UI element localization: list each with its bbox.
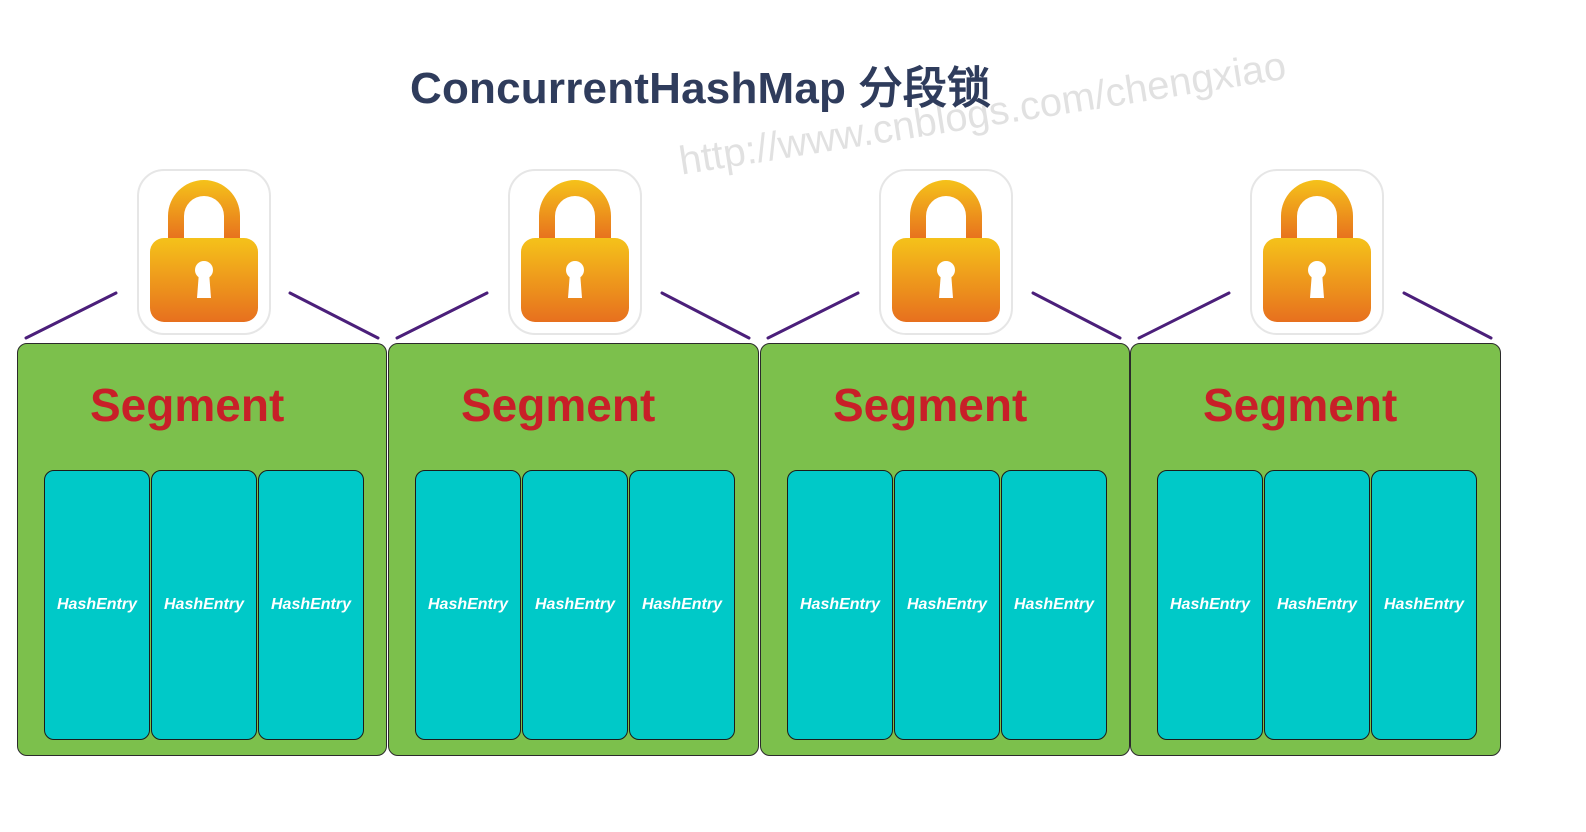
hashentry-group: HashEntry HashEntry HashEntry — [415, 470, 736, 740]
hashentry-label: HashEntry — [906, 596, 988, 613]
hashentry-label: HashEntry — [163, 596, 245, 613]
segment-box: Segment HashEntry HashEntry HashEntry — [388, 343, 759, 756]
hashentry-label: HashEntry — [1169, 596, 1251, 613]
hashentry-label: HashEntry — [270, 596, 352, 613]
hashentry-cell: HashEntry — [522, 470, 628, 740]
hashentry-cell: HashEntry — [1371, 470, 1477, 740]
hashentry-label: HashEntry — [56, 596, 138, 613]
connector-line — [24, 291, 118, 340]
connector-line — [766, 291, 860, 340]
hashentry-group: HashEntry HashEntry HashEntry — [44, 470, 365, 740]
hashentry-label: HashEntry — [799, 596, 881, 613]
padlock-icon — [137, 169, 271, 335]
hashentry-cell: HashEntry — [787, 470, 893, 740]
connector-line — [1031, 291, 1122, 340]
segment-box: Segment HashEntry HashEntry HashEntry — [1130, 343, 1501, 756]
hashentry-group: HashEntry HashEntry HashEntry — [787, 470, 1108, 740]
hashentry-label: HashEntry — [641, 596, 723, 613]
padlock-icon — [508, 169, 642, 335]
padlock-icon — [879, 169, 1013, 335]
connector-line — [660, 291, 751, 340]
segment-label: Segment — [833, 379, 1028, 431]
segment-label: Segment — [461, 379, 656, 431]
hashentry-cell: HashEntry — [1157, 470, 1263, 740]
hashentry-cell: HashEntry — [44, 470, 150, 740]
hashentry-cell: HashEntry — [258, 470, 364, 740]
hashentry-cell: HashEntry — [1001, 470, 1107, 740]
hashentry-label: HashEntry — [1383, 596, 1465, 613]
hashentry-label: HashEntry — [427, 596, 509, 613]
segment-box: Segment HashEntry HashEntry HashEntry — [760, 343, 1130, 756]
hashentry-label: HashEntry — [534, 596, 616, 613]
padlock-icon — [1250, 169, 1384, 335]
connector-line — [288, 291, 380, 340]
hashentry-cell: HashEntry — [415, 470, 521, 740]
connector-line — [1402, 291, 1493, 340]
hashentry-group: HashEntry HashEntry HashEntry — [1157, 470, 1478, 740]
connector-line — [395, 291, 489, 340]
hashentry-label: HashEntry — [1276, 596, 1358, 613]
diagram-title: ConcurrentHashMap 分段锁 — [410, 64, 992, 113]
segment-label: Segment — [1203, 379, 1398, 431]
segment-box: Segment HashEntry HashEntry HashEntry — [17, 343, 387, 756]
hashentry-cell: HashEntry — [151, 470, 257, 740]
hashentry-cell: HashEntry — [894, 470, 1000, 740]
connector-line — [1137, 291, 1231, 340]
hashentry-cell: HashEntry — [1264, 470, 1370, 740]
hashentry-cell: HashEntry — [629, 470, 735, 740]
hashentry-label: HashEntry — [1013, 596, 1095, 613]
segment-label: Segment — [90, 379, 285, 431]
